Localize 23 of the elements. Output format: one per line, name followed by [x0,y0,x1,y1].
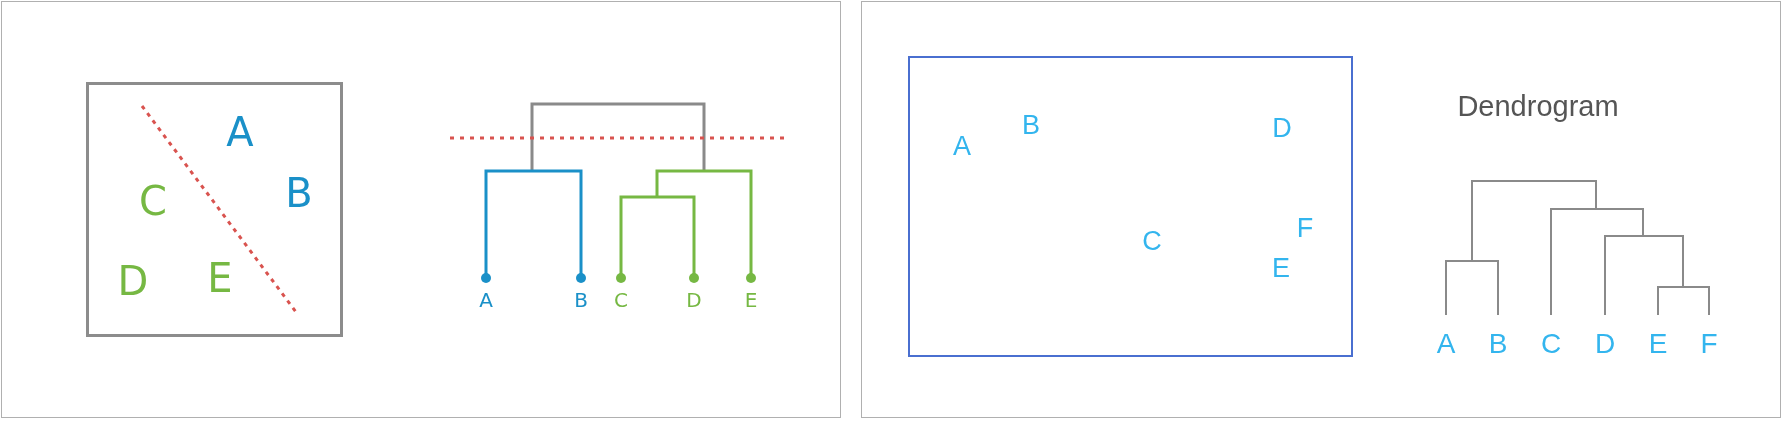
point-label: D [1272,114,1292,142]
leaf-label: D [686,290,702,310]
leaf-label: B [574,290,588,310]
point-label: C [139,181,167,221]
point-label: E [1272,254,1290,282]
chart-title: Dendrogram [1457,91,1619,121]
leaf-label: C [1540,330,1562,358]
leaf-label: E [744,290,758,310]
leaf-label: F [1700,330,1718,358]
leaf-label: D [1594,330,1616,358]
point-label: A [226,112,254,152]
leaf-label: B [1488,330,1508,358]
leaf-label: C [614,290,628,310]
point-label: A [953,132,971,160]
leaf-label: A [479,290,493,310]
point-label: E [207,258,233,298]
point-label: F [1296,214,1314,242]
point-label: B [1022,111,1040,139]
point-label: B [285,173,313,213]
point-label: D [117,261,149,301]
point-label: C [1142,227,1162,255]
leaf-label: E [1648,330,1668,358]
leaf-label: A [1436,330,1456,358]
